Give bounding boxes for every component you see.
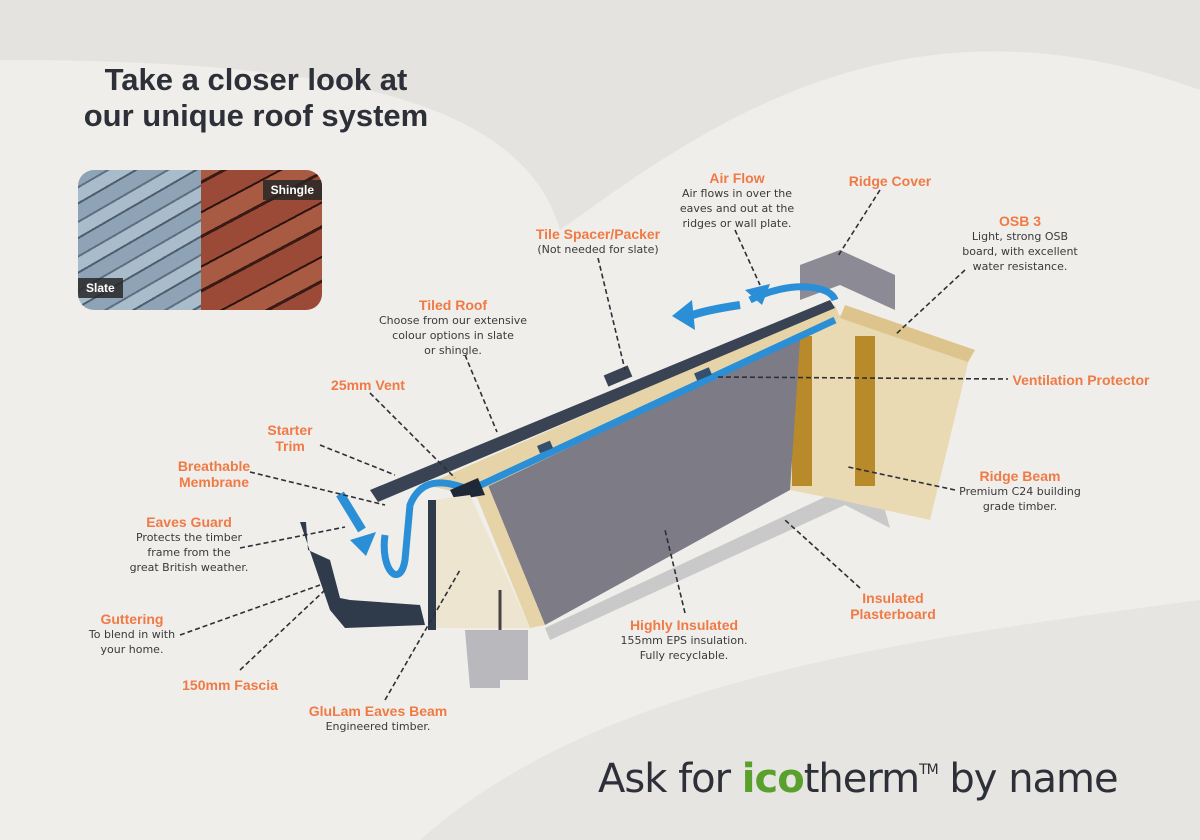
wall-plate-bracket xyxy=(465,630,528,688)
heading: Starter xyxy=(267,422,313,438)
heading: Tile Spacer/Packer xyxy=(535,226,661,242)
brand-prefix: Ask for xyxy=(598,756,742,802)
heading: Highly Insulated xyxy=(629,617,739,633)
heading: 25mm Vent xyxy=(331,377,405,393)
heading: Eaves Guard xyxy=(146,514,232,530)
desc: your home. xyxy=(100,643,164,656)
desc: eaves and out at the xyxy=(679,202,795,215)
desc: Light, strong OSB xyxy=(971,230,1069,243)
brand-logo-ico: ico xyxy=(741,756,805,802)
desc: 155mm EPS insulation. xyxy=(620,634,748,647)
heading: Ridge Cover xyxy=(848,173,932,189)
heading: Ventilation Protector xyxy=(1012,372,1150,388)
vent-grille xyxy=(536,440,554,454)
desc: Fully recyclable. xyxy=(639,649,729,662)
label-fascia: 150mm Fascia xyxy=(182,677,278,693)
fascia-board xyxy=(428,500,436,630)
bg-swoosh xyxy=(0,0,1200,230)
heading: GluLam Eaves Beam xyxy=(308,703,448,719)
desc: water resistance. xyxy=(972,260,1068,273)
heading: 150mm Fascia xyxy=(182,677,278,693)
heading: Guttering xyxy=(100,611,164,627)
desc: To blend in with xyxy=(88,628,176,641)
heading: Membrane xyxy=(178,474,250,490)
glulam-beam xyxy=(432,495,530,628)
roof-material-photos: Slate Shingle xyxy=(78,170,322,310)
osb-board-shape xyxy=(840,305,975,362)
title-line-2: our unique roof system xyxy=(83,98,429,133)
heading: Breathable xyxy=(177,458,251,474)
heading: Plasterboard xyxy=(850,606,936,622)
desc: or shingle. xyxy=(424,344,482,357)
heading: OSB 3 xyxy=(998,213,1041,229)
desc: grade timber. xyxy=(982,500,1058,513)
airflow-exit-arrowhead xyxy=(672,300,695,330)
insulation-panel xyxy=(485,340,800,625)
tiled-roof-shape xyxy=(370,300,835,502)
heading: Ridge Beam xyxy=(979,468,1061,484)
label-ventilation-protector: Ventilation Protector xyxy=(1013,372,1150,388)
heading: Insulated xyxy=(862,590,924,606)
title-line-1: Take a closer look at xyxy=(104,62,408,97)
shingle-photo: Shingle xyxy=(201,170,322,310)
ridge-beam-right xyxy=(855,336,875,486)
ridge-cover-shape xyxy=(800,250,895,310)
airflow-in-arrow xyxy=(336,491,366,533)
ridge-timber-shape xyxy=(790,310,970,520)
desc: board, with excellent xyxy=(962,245,1078,258)
desc: ridges or wall plate. xyxy=(682,217,792,230)
brand-tagline: Ask for icothermTM by name xyxy=(598,756,1119,802)
bg-swoosh-bottom xyxy=(420,600,1200,840)
airflow-exit-arrow xyxy=(688,301,741,320)
trademark: TM xyxy=(919,762,939,778)
shingle-tag: Shingle xyxy=(262,180,322,200)
desc: Protects the timber xyxy=(135,531,243,544)
ventilation-protector-shape xyxy=(694,367,712,381)
gutter-shape xyxy=(300,522,425,628)
page-title: Take a closer look at our unique roof sy… xyxy=(76,62,436,134)
label-ridge-cover: Ridge Cover xyxy=(849,173,931,189)
desc: Air flows in over the xyxy=(681,187,793,200)
slate-tag: Slate xyxy=(78,278,123,298)
airflow-out-arrowhead xyxy=(745,284,770,305)
desc: colour options in slate xyxy=(392,329,514,342)
heading: Air Flow xyxy=(709,170,765,186)
desc: great British weather. xyxy=(129,561,249,574)
airflow-in-arrowhead xyxy=(350,532,376,556)
desc: (Not needed for slate) xyxy=(537,243,659,256)
label-25mm-vent: 25mm Vent xyxy=(331,377,405,393)
panel-edge xyxy=(470,478,545,628)
airflow-channel xyxy=(380,316,837,578)
tile-spacer-shape xyxy=(603,365,633,387)
vent-block xyxy=(450,478,485,500)
desc: Premium C24 building xyxy=(959,485,1081,498)
desc: frame from the xyxy=(147,546,231,559)
batten-layer xyxy=(425,305,840,495)
desc: Engineered timber. xyxy=(325,720,431,733)
leader-lines xyxy=(179,189,1009,701)
heading: Tiled Roof xyxy=(418,297,488,313)
desc: Choose from our extensive xyxy=(378,314,528,327)
label-tile-spacer: Tile Spacer/Packer(Not needed for slate) xyxy=(536,226,660,257)
brand-suffix: by name xyxy=(937,756,1118,802)
heading: Trim xyxy=(275,438,305,454)
plasterboard-shape xyxy=(545,490,890,640)
brand-logo-therm: therm xyxy=(803,756,920,802)
slate-photo: Slate xyxy=(78,170,201,310)
